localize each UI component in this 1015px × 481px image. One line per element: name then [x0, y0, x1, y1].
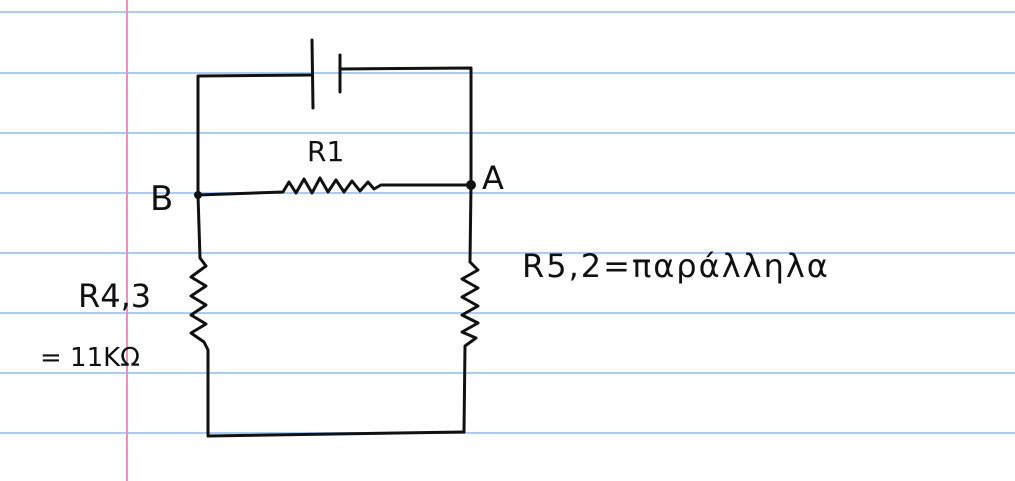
top-right-wire [338, 66, 473, 187]
top-left-wire [196, 73, 314, 197]
circuit [189, 38, 480, 438]
node-b-dot [194, 191, 202, 199]
battery-icon [310, 38, 342, 110]
resistor-r43-label: R4,3 [78, 277, 152, 315]
node-a-dot [466, 180, 476, 190]
resistor-r43-value: = 11KΩ [40, 343, 141, 373]
node-a-label: A [482, 159, 504, 197]
bottom-wire [206, 430, 466, 438]
resistor-r43-wire [189, 193, 210, 438]
node-b-label: B [150, 179, 174, 219]
resistor-r1-wire [196, 176, 473, 197]
resistor-r52-label: R5,2=παράλληλα [522, 247, 830, 285]
ruled-lines [0, 11, 1015, 434]
resistor-r1-label: R1 [307, 135, 345, 168]
resistor-r52-wire [460, 183, 480, 434]
